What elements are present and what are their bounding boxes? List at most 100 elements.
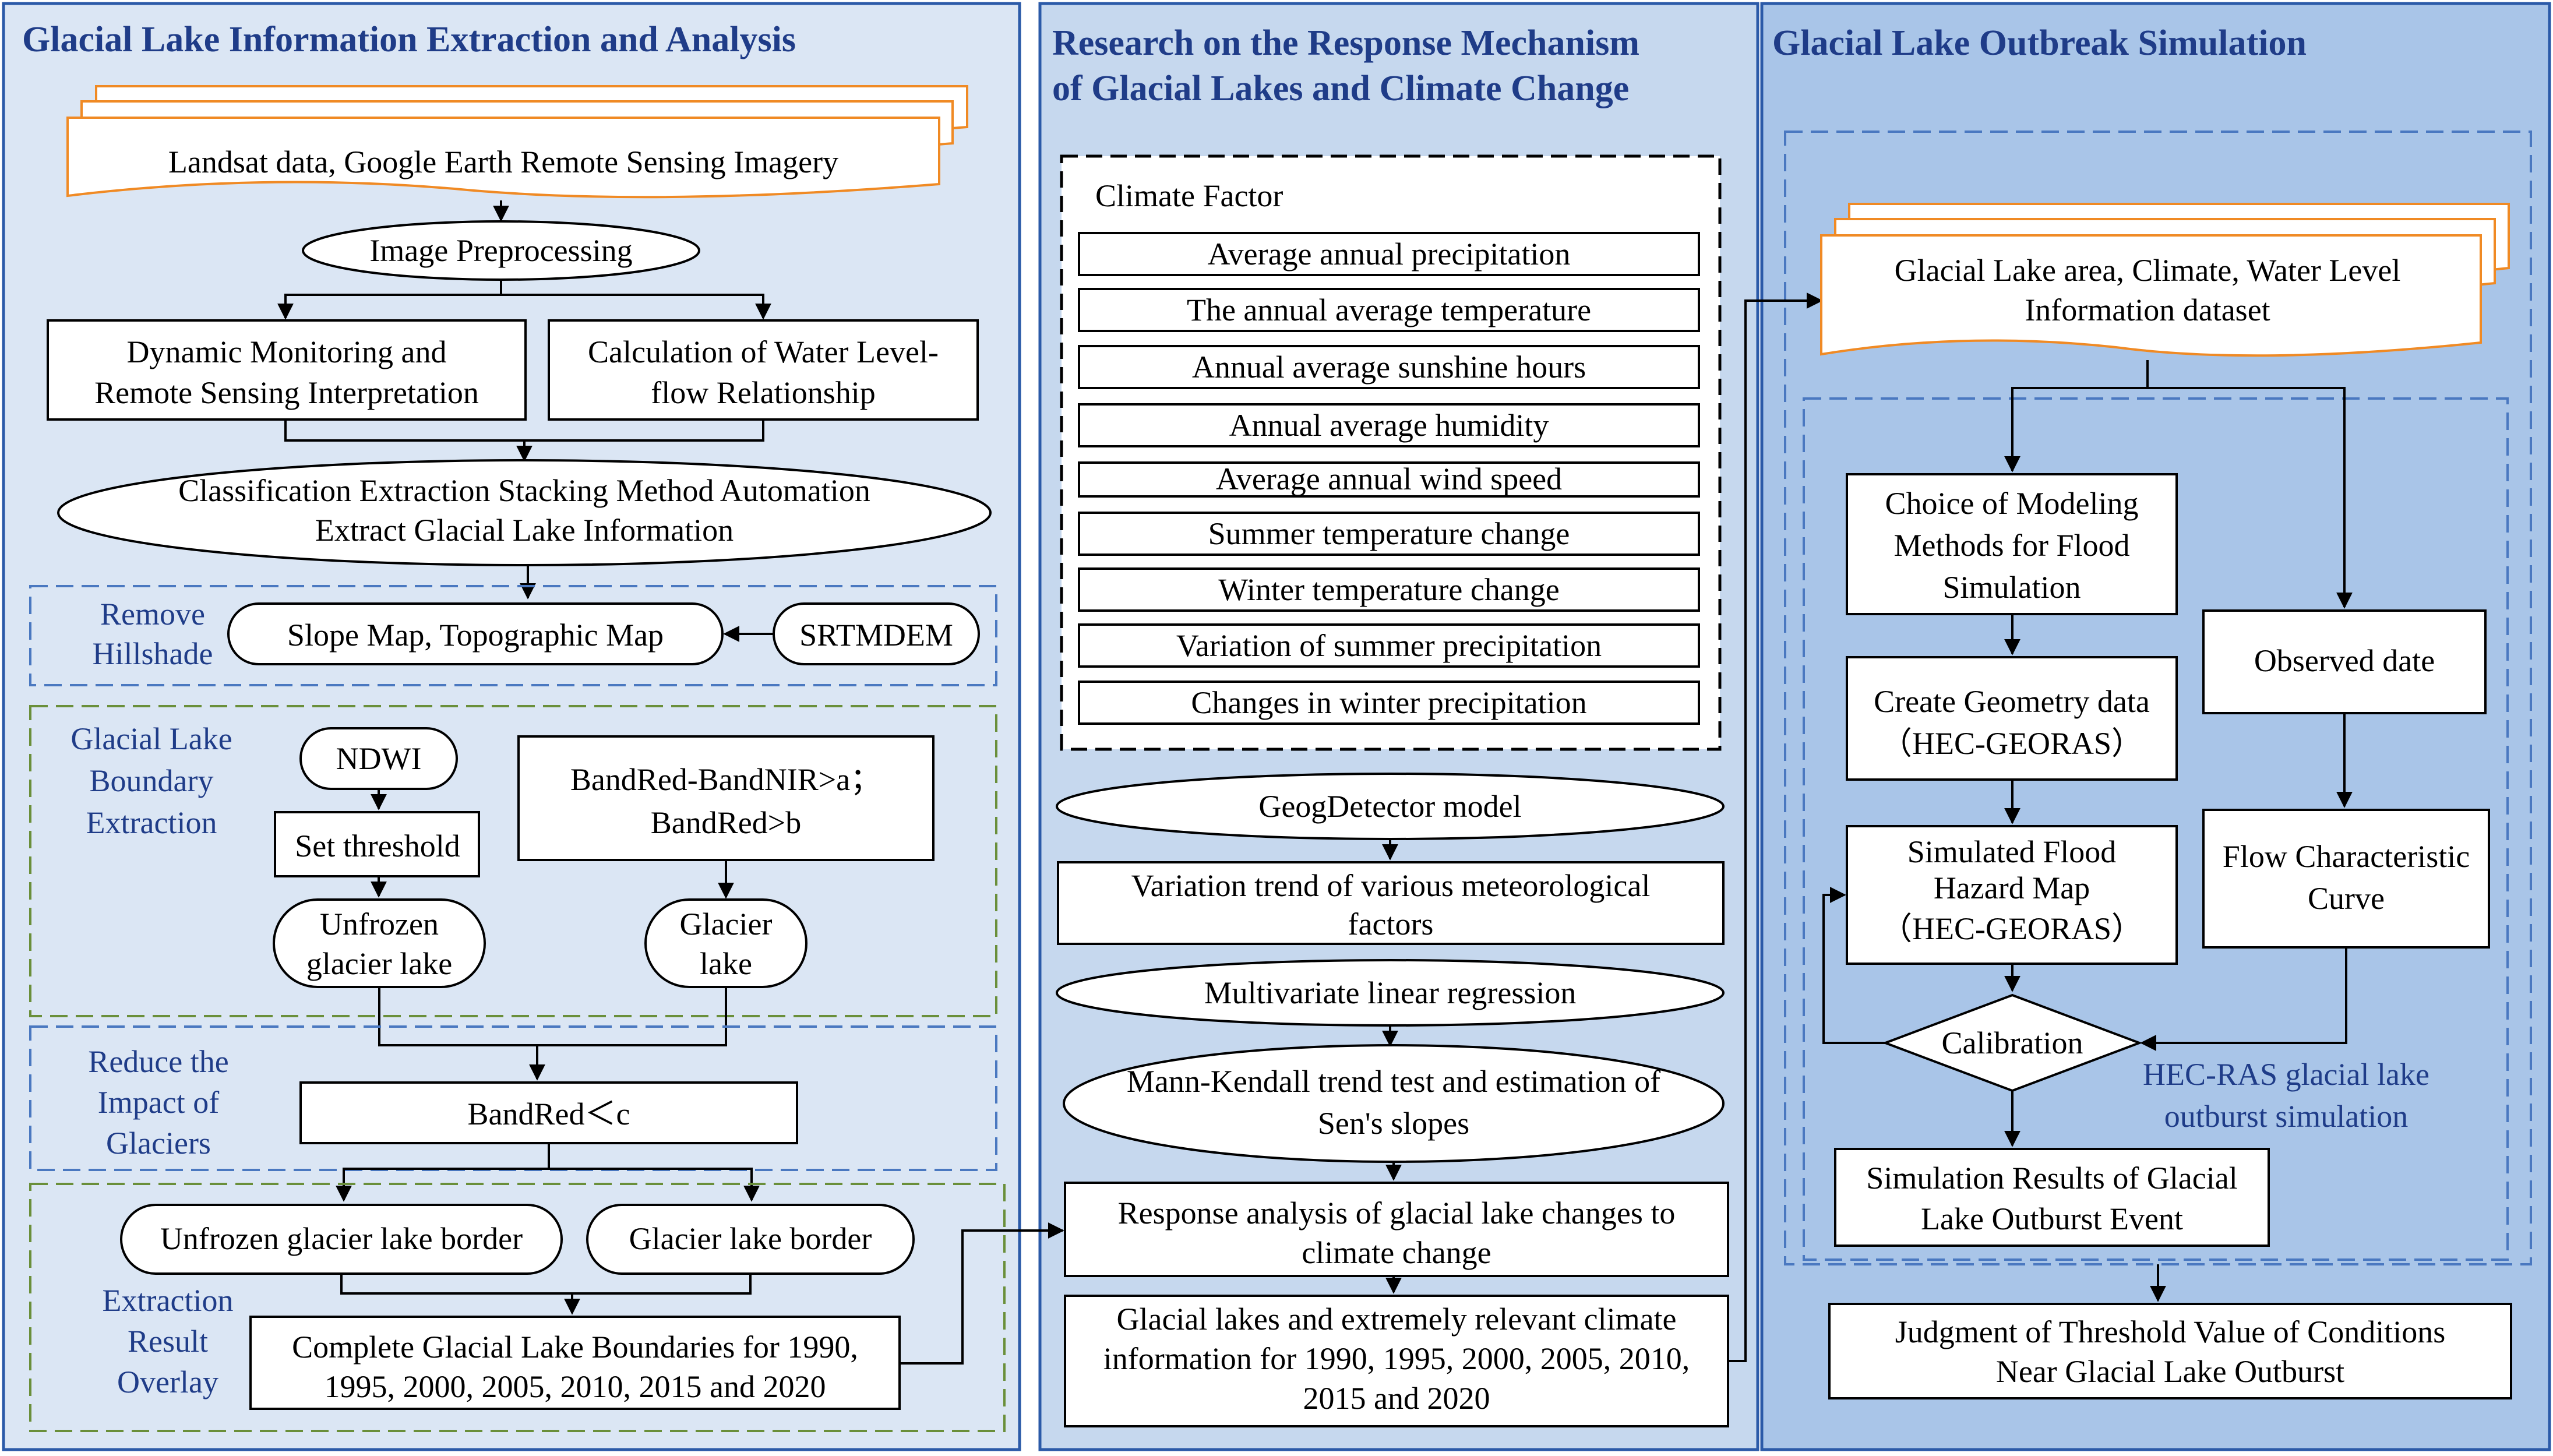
ndwi-text: NDWI	[336, 741, 422, 776]
climate-factor-item: Summer temperature change	[1208, 516, 1570, 551]
dynamic-monitoring-line-1: Dynamic Monitoring and	[127, 334, 447, 369]
band-rule-line-2: BandRed>b	[651, 805, 801, 840]
panel-2-title-line-2: of Glacial Lakes and Climate Change	[1052, 69, 1629, 108]
water-level-line-2: flow Relationship	[651, 375, 875, 410]
climate-factor-item: The annual average temperature	[1187, 292, 1591, 327]
climate-factor-box	[1078, 681, 1700, 725]
remove-hillshade-group	[29, 585, 997, 686]
flood-hazard-line-3: （HEC-GEORAS）	[1881, 911, 2143, 946]
dynamic-monitoring-line-2: Remote Sensing Interpretation	[94, 375, 479, 410]
complete-boundaries-line-1: Complete Glacial Lake Boundaries for 199…	[292, 1330, 858, 1365]
dataset-line-2: Information dataset	[2025, 292, 2270, 327]
relevant-info-box	[1064, 1295, 1729, 1427]
flow-curve-line-1: Flow Characteristic	[2223, 839, 2470, 874]
judgment-line-2: Near Glacial Lake Outburst	[1996, 1354, 2344, 1389]
variation-trend-line-2: factors	[1348, 907, 1434, 942]
climate-factor-box	[1078, 345, 1700, 389]
overlay-label-2: Result	[128, 1324, 208, 1359]
choice-modeling-line-3: Simulation	[1942, 570, 2081, 605]
variation-trend-line-1: Variation trend of various meteorologica…	[1131, 868, 1651, 903]
climate-factor-list: Average annual precipitation The annual …	[1078, 232, 1700, 725]
climate-factor-item: Annual average humidity	[1229, 408, 1549, 443]
relevant-info-line-2: information for 1990, 1995, 2000, 2005, …	[1103, 1341, 1690, 1376]
complete-boundaries-box	[249, 1316, 901, 1410]
simulation-results-line-1: Simulation Results of Glacial	[1866, 1161, 2237, 1196]
reduce-label-1: Reduce the	[88, 1044, 228, 1079]
connector-info-to-dataset	[1728, 292, 1823, 1362]
panel-3-title: Glacial Lake Outbreak Simulation	[1772, 23, 2307, 63]
flood-hazard-line-1: Simulated Flood	[1907, 834, 2117, 869]
slope-map-text: Slope Map, Topographic Map	[287, 618, 664, 653]
climate-factor-item: Changes in winter precipitation	[1191, 685, 1586, 720]
create-geometry-line-2: （HEC-GEORAS）	[1881, 726, 2143, 761]
climate-factor-box	[1078, 403, 1700, 447]
climate-factor-box	[1078, 288, 1700, 332]
panel-1-title: Glacial Lake Information Extraction and …	[22, 20, 796, 59]
overlay-label-1: Extraction	[103, 1283, 234, 1318]
panel-2-title-line-1: Research on the Response Mechanism	[1052, 23, 1639, 63]
flow-curve-line-2: Curve	[2308, 881, 2385, 916]
classification-node	[57, 459, 992, 566]
input-data-text: Landsat data, Google Earth Remote Sensin…	[168, 144, 838, 179]
complete-boundaries-line-2: 1995, 2000, 2005, 2010, 2015 and 2020	[325, 1369, 826, 1404]
climate-factor-item: Average annual wind speed	[1216, 461, 1562, 496]
dynamic-monitoring-box	[47, 319, 527, 421]
flood-hazard-line-2: Hazard Map	[1934, 870, 2090, 905]
dataset-document: Glacial Lake area, Climate, Water Level …	[1820, 203, 2510, 357]
choice-modeling-line-2: Methods for Flood	[1894, 528, 2130, 563]
choice-modeling-line-1: Choice of Modeling	[1885, 486, 2139, 521]
hecras-label-1: HEC-RAS glacial lake	[2143, 1057, 2429, 1092]
boundary-label-2: Boundary	[90, 763, 214, 798]
mann-kendall-line-2: Sen's slopes	[1318, 1106, 1469, 1141]
remove-hillshade-label-1: Remove	[100, 597, 205, 632]
overlay-label-3: Overlay	[117, 1365, 218, 1399]
flood-hazard-box	[1846, 825, 2178, 965]
variation-trend-box	[1057, 861, 1725, 945]
boundary-label-3: Extraction	[86, 805, 217, 840]
unfrozen-lake-line-2: glacier lake	[306, 946, 452, 981]
climate-factor-box	[1078, 461, 1700, 498]
outer-simulation-group	[1784, 131, 2532, 1265]
response-analysis-line-1: Response analysis of glacial lake change…	[1118, 1196, 1676, 1231]
hecras-label-2: outburst simulation	[2164, 1099, 2409, 1134]
dataset-line-1: Glacial Lake area, Climate, Water Level	[1895, 253, 2401, 288]
band-rule-line-1: BandRed-BandNIR>a；	[570, 762, 881, 797]
climate-factor-heading: Climate Factor	[1095, 178, 1283, 213]
glacier-border-text: Glacier lake border	[629, 1221, 872, 1256]
response-analysis-line-2: climate change	[1302, 1235, 1491, 1270]
regression-text: Multivariate linear regression	[1204, 975, 1577, 1010]
judgment-line-1: Judgment of Threshold Value of Condition…	[1895, 1314, 2445, 1349]
relevant-info-line-1: Glacial lakes and extremely relevant cli…	[1116, 1302, 1676, 1337]
set-threshold-text: Set threshold	[295, 829, 460, 863]
image-preprocessing-text: Image Preprocessing	[369, 233, 632, 268]
simulation-results-line-2: Lake Outburst Event	[1921, 1201, 2183, 1236]
judgment-box	[1828, 1303, 2512, 1399]
connector-boundaries-to-response	[900, 1222, 1064, 1365]
reduce-label-2: Impact of	[98, 1085, 219, 1120]
response-analysis-box	[1064, 1182, 1729, 1277]
remove-hillshade-label-2: Hillshade	[93, 636, 213, 671]
band-red-c-text: BandRed＜c	[468, 1097, 630, 1131]
mann-kendall-line-1: Mann-Kendall trend test and estimation o…	[1127, 1064, 1660, 1099]
choice-modeling-box	[1846, 473, 2178, 615]
classification-line-2: Extract Glacial Lake Information	[315, 513, 734, 548]
climate-factor-item: Winter temperature change	[1218, 572, 1560, 607]
climate-factor-box	[1078, 623, 1700, 668]
boundary-extraction-group	[29, 705, 997, 1017]
climate-factor-box	[1078, 512, 1700, 556]
glacier-lake-line-1: Glacier	[680, 907, 773, 942]
slope-map-node	[227, 602, 724, 665]
climate-factor-item: Average annual precipitation	[1208, 237, 1571, 272]
boundary-label-1: Glacial Lake	[70, 721, 232, 756]
relevant-info-line-3: 2015 and 2020	[1303, 1381, 1490, 1416]
observed-date-box	[2202, 609, 2487, 714]
overlay-group	[29, 1183, 1006, 1432]
classification-line-1: Classification Extraction Stacking Metho…	[178, 473, 870, 508]
glacier-lake-line-2: lake	[700, 946, 752, 981]
unfrozen-lake-line-1: Unfrozen	[320, 907, 439, 942]
simulation-results-box	[1834, 1148, 2270, 1247]
create-geometry-box	[1846, 656, 2178, 781]
water-level-box	[548, 319, 979, 421]
